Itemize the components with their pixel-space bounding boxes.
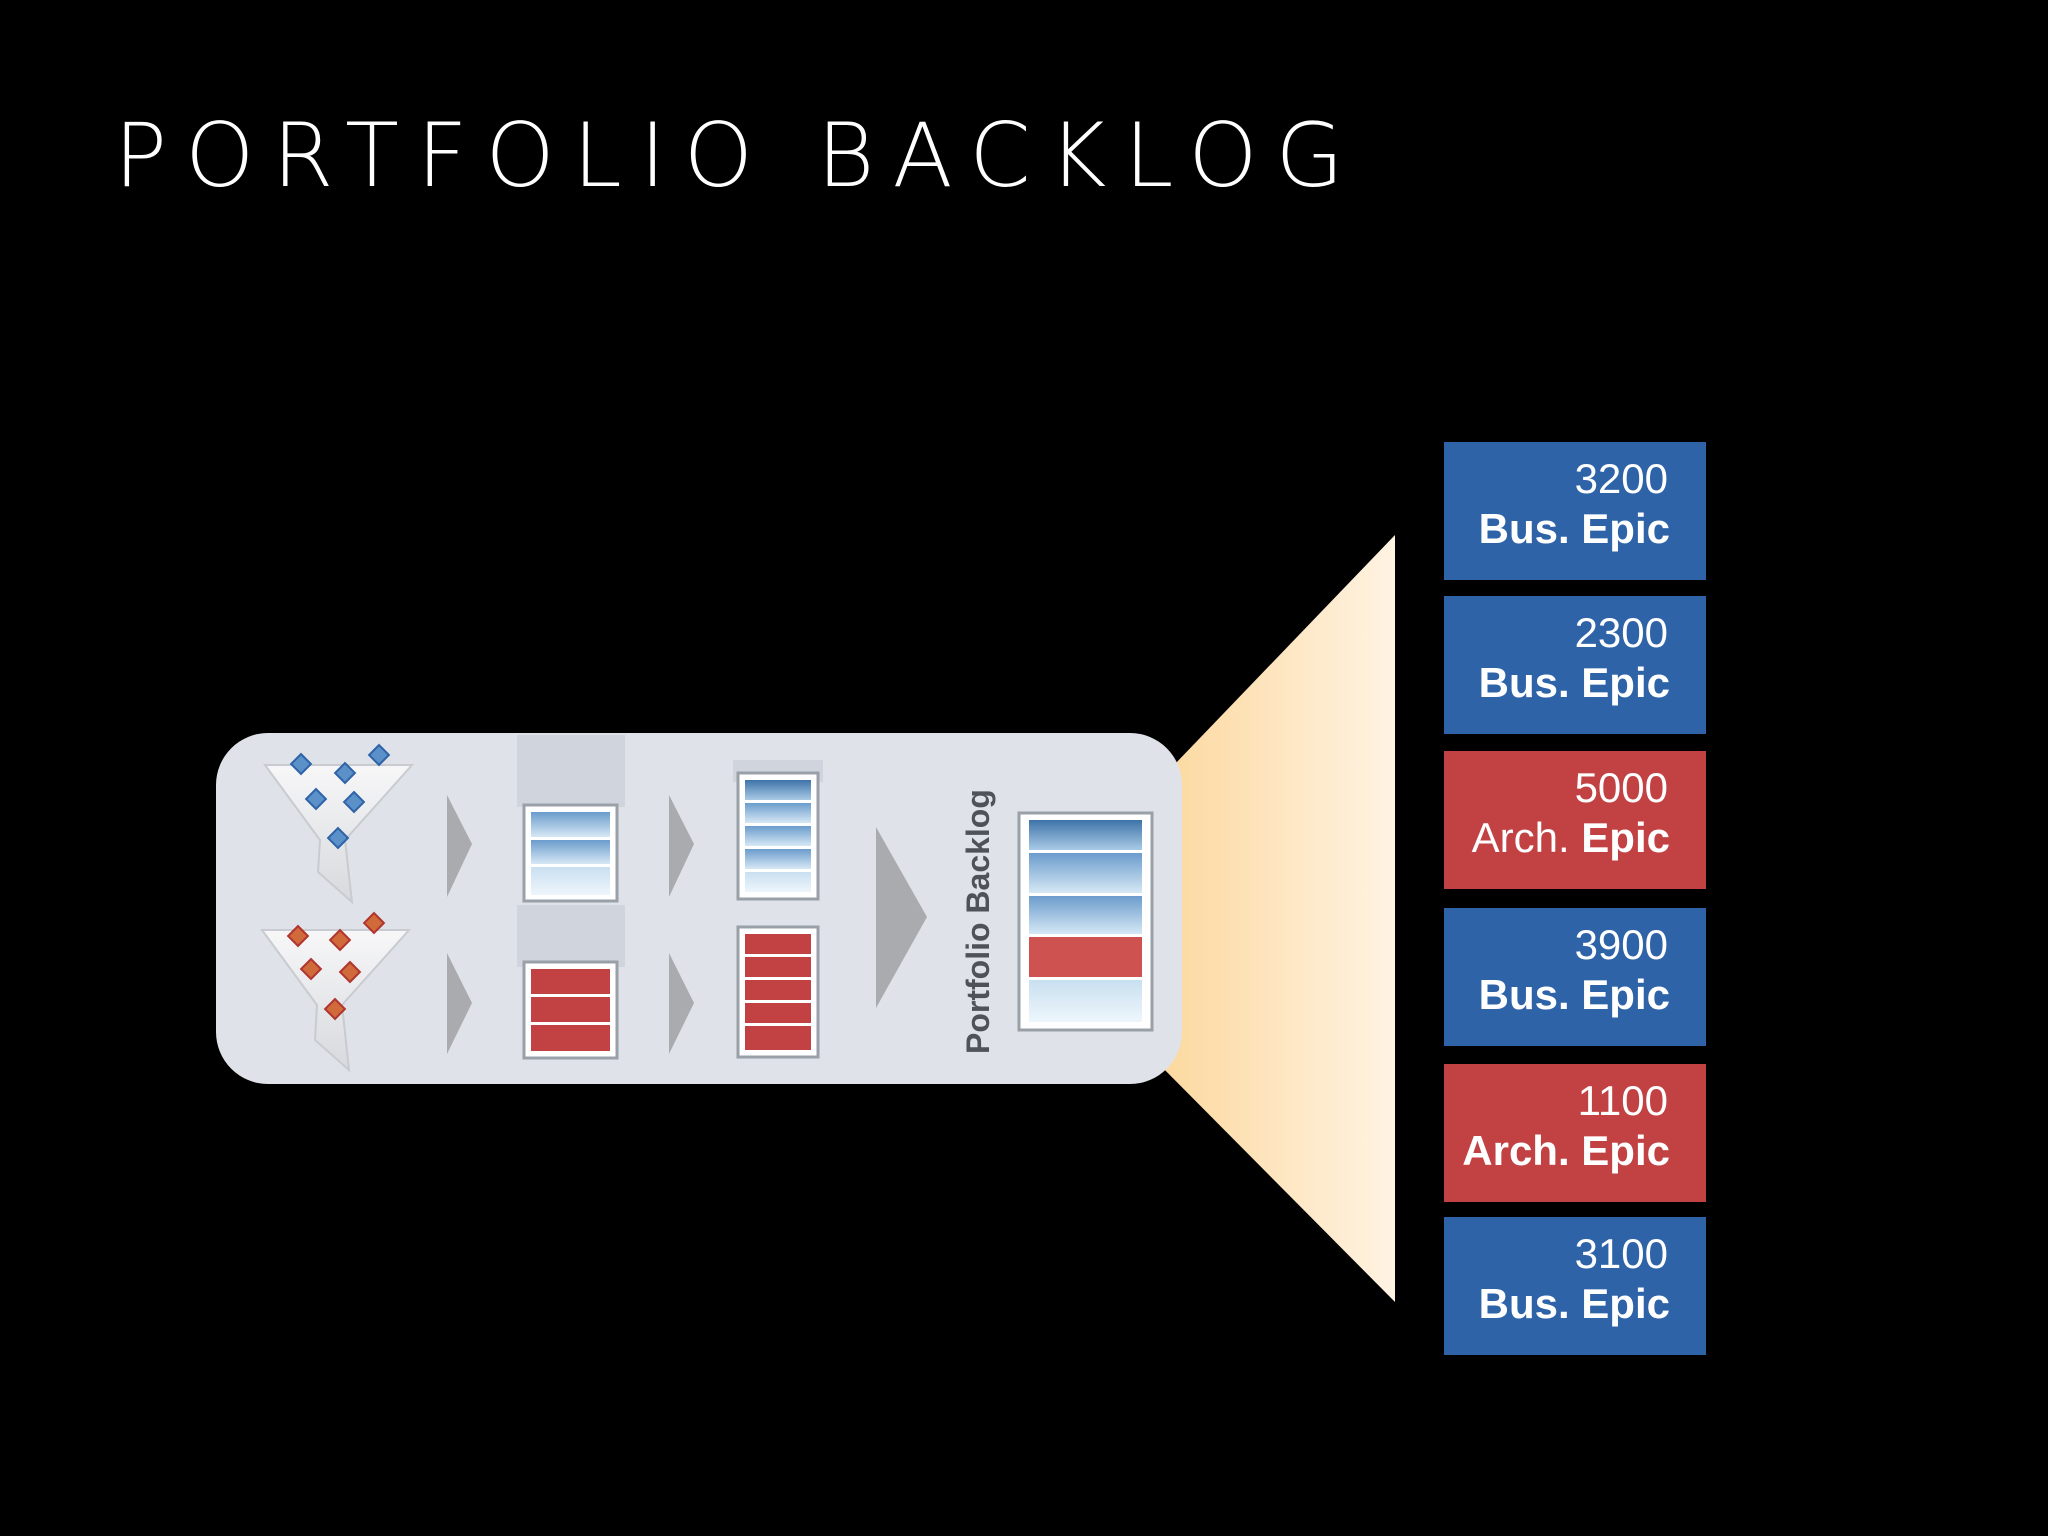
kanban-column-icon bbox=[517, 905, 625, 1060]
chevron-right-icon bbox=[669, 795, 694, 897]
epic-value: 3100 bbox=[1574, 1230, 1668, 1277]
chevron-right-icon bbox=[447, 795, 472, 897]
epic-type-word: Epic bbox=[1581, 814, 1670, 861]
epic-value: 2300 bbox=[1574, 609, 1668, 656]
epic-type-prefix: Bus. bbox=[1478, 659, 1570, 706]
epic-value: 3200 bbox=[1574, 455, 1668, 502]
epic-type-prefix: Bus. bbox=[1478, 1280, 1570, 1327]
epic-type: Bus. Epic bbox=[1479, 658, 1670, 708]
chevron-right-icon bbox=[876, 827, 927, 1008]
epic-type: Arch. Epic bbox=[1472, 813, 1670, 863]
funnel-icon bbox=[263, 743, 415, 905]
chevron-right-icon bbox=[669, 953, 694, 1054]
chevron-right-icon bbox=[447, 953, 472, 1054]
kanban-column-icon bbox=[733, 760, 823, 901]
epic-type: Bus. Epic bbox=[1479, 504, 1670, 554]
spotlight-beam bbox=[1150, 535, 1395, 1302]
kanban-column-icon bbox=[736, 925, 820, 1059]
epic-type: Bus. Epic bbox=[1479, 970, 1670, 1020]
epic-type-prefix: Arch. bbox=[1462, 1127, 1570, 1174]
kanban-column-icon bbox=[517, 735, 625, 903]
epic-type: Bus. Epic bbox=[1479, 1279, 1670, 1329]
page-title: PORTFOLIO BACKLOG bbox=[114, 104, 1362, 207]
portfolio-backlog-icon bbox=[1017, 811, 1154, 1032]
epic-type-word: Epic bbox=[1581, 659, 1670, 706]
epic-type-prefix: Arch. bbox=[1471, 814, 1570, 861]
epic-type-prefix: Bus. bbox=[1478, 971, 1570, 1018]
funnel-icon bbox=[260, 911, 412, 1073]
epic-type-word: Epic bbox=[1581, 1280, 1670, 1327]
epic-type-word: Epic bbox=[1581, 971, 1670, 1018]
portfolio-backlog-label: Portfolio Backlog bbox=[960, 789, 996, 1054]
epic-type: Arch. Epic bbox=[1462, 1126, 1670, 1176]
epic-value: 5000 bbox=[1574, 764, 1668, 811]
epic-value: 1100 bbox=[1577, 1077, 1668, 1124]
epic-type-word: Epic bbox=[1581, 505, 1670, 552]
epic-type-word: Epic bbox=[1581, 1127, 1670, 1174]
epic-value: 3900 bbox=[1574, 921, 1668, 968]
epic-type-prefix: Bus. bbox=[1478, 505, 1570, 552]
